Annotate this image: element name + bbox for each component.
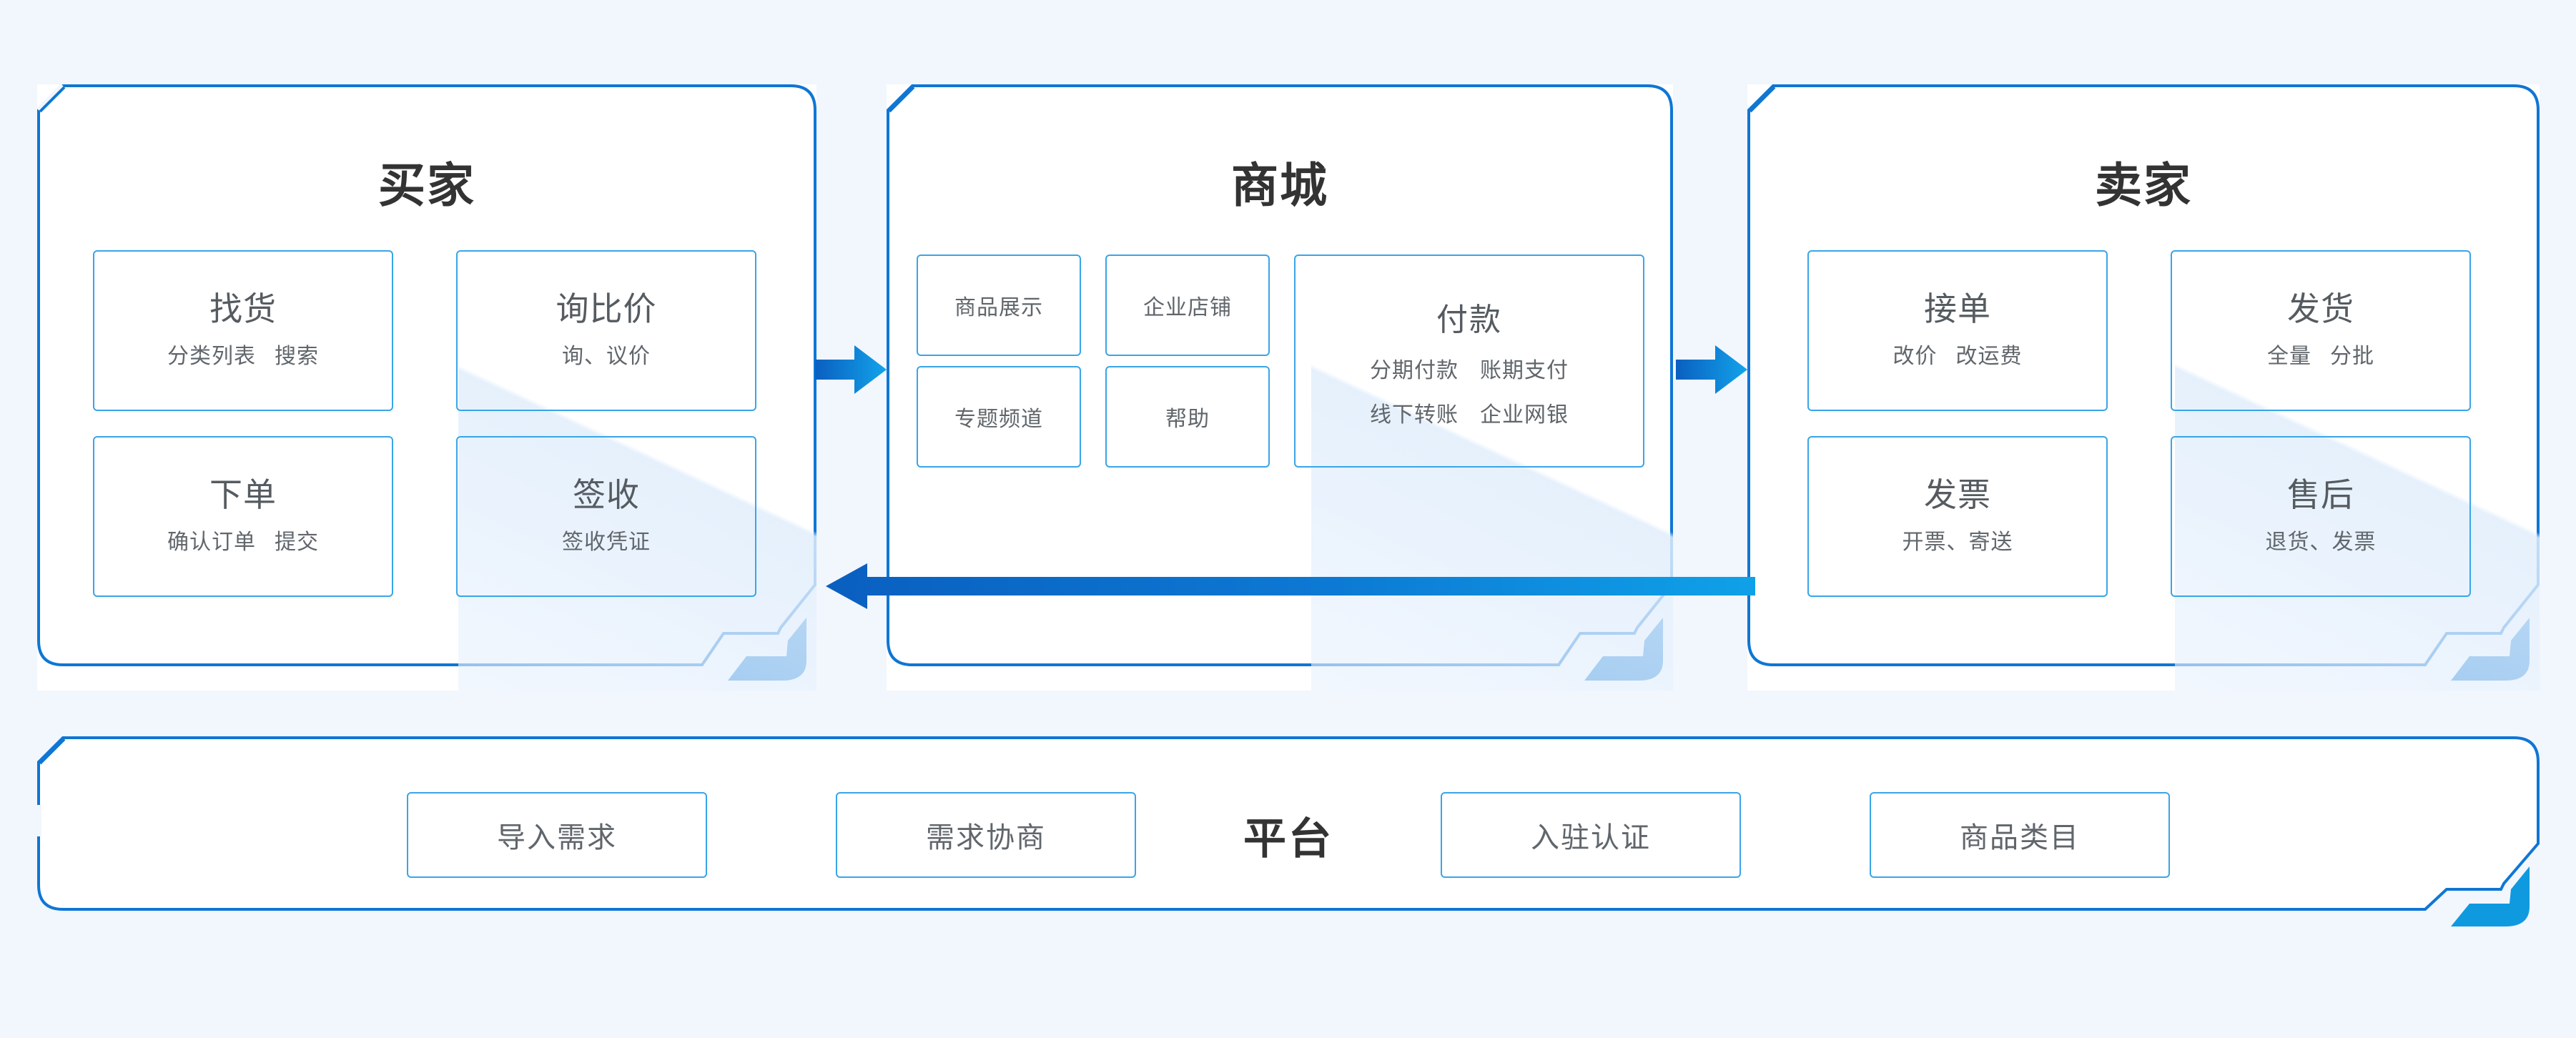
card-inquiry-price-sub: 询、议价 — [562, 338, 651, 370]
chip-demand-negotiation-label: 需求协商 — [926, 822, 1046, 854]
chip-import-demand-label: 导入需求 — [497, 822, 617, 854]
card-payment-installment: 分期付款 — [1370, 359, 1459, 382]
card-payment-row1: 分期付款账期支付 — [1370, 352, 1569, 384]
card-payment-title: 付款 — [1436, 302, 1502, 337]
card-place-order-sub-right: 提交 — [275, 530, 319, 555]
card-accept-order-title: 接单 — [1924, 290, 1991, 327]
card-inquiry-price-title: 询比价 — [556, 290, 657, 327]
chip-product-display[interactable]: 商品展示 — [917, 254, 1081, 356]
platform-bar-content: 导入需求 需求协商 平台 入驻认证 商品类目 — [37, 736, 2540, 934]
chip-topic-channel[interactable]: 专题频道 — [917, 366, 1081, 468]
card-accept-order-sub-left: 改价 — [1892, 345, 1938, 369]
arrow-mall-to-seller-icon — [1676, 344, 1747, 395]
chip-demand-negotiation[interactable]: 需求协商 — [836, 792, 1136, 878]
card-payment-credit-term: 账期支付 — [1480, 359, 1569, 382]
card-payment-row2: 线下转账企业网银 — [1370, 397, 1569, 428]
card-ship-goods-title: 发货 — [2287, 290, 2354, 327]
card-accept-order-sub: 改价改运费 — [1893, 338, 2023, 370]
card-sign-receipt-title: 签收 — [573, 475, 640, 513]
card-ship-goods[interactable]: 发货 全量分批 — [2171, 250, 2471, 411]
card-place-order-sub-left: 确认订单 — [167, 530, 256, 555]
card-after-sales-sub-left: 退货、发票 — [2265, 530, 2377, 555]
panel-buyer[interactable]: 买家 找货 分类列表搜索 询比价 询、议价 下单 确认订单提交 — [36, 84, 816, 691]
card-sign-receipt-sub: 签收凭证 — [562, 524, 651, 555]
chip-enterprise-store[interactable]: 企业店铺 — [1105, 254, 1270, 356]
card-inquiry-price[interactable]: 询比价 询、议价 — [456, 250, 756, 411]
chip-product-category[interactable]: 商品类目 — [1870, 792, 2170, 878]
card-after-sales-sub: 退货、发票 — [2266, 524, 2377, 555]
card-find-goods-title: 找货 — [209, 290, 277, 327]
card-invoice[interactable]: 发票 开票、寄送 — [1807, 436, 2108, 597]
card-inquiry-price-sub-left: 询、议价 — [562, 345, 651, 369]
platform-bar-frame — [36, 736, 2540, 934]
card-payment[interactable]: 付款 分期付款账期支付 线下转账企业网银 — [1294, 254, 1644, 468]
card-find-goods-sub-left: 分类列表 — [167, 345, 256, 369]
panel-seller-title: 卖家 — [2095, 159, 2192, 212]
card-payment-corporate-bank: 企业网银 — [1480, 403, 1569, 427]
platform-bar[interactable]: 导入需求 需求协商 平台 入驻认证 商品类目 — [36, 736, 2540, 934]
card-ship-goods-sub-left: 全量 — [2267, 345, 2311, 369]
arrow-seller-to-buyer-icon — [826, 562, 1755, 611]
card-find-goods-sub: 分类列表搜索 — [167, 338, 319, 370]
card-ship-goods-sub-right: 分批 — [2330, 345, 2374, 369]
card-find-goods[interactable]: 找货 分类列表搜索 — [93, 250, 393, 411]
chip-product-display-label: 商品展示 — [954, 296, 1043, 320]
arrow-buyer-to-mall-icon — [815, 344, 887, 395]
card-sign-receipt[interactable]: 签收 签收凭证 — [456, 436, 756, 597]
card-ship-goods-sub: 全量分批 — [2267, 338, 2374, 370]
card-invoice-sub: 开票、寄送 — [1903, 524, 2013, 555]
chip-help-label: 帮助 — [1165, 407, 1210, 431]
card-accept-order[interactable]: 接单 改价改运费 — [1807, 250, 2108, 411]
card-place-order-sub: 确认订单提交 — [167, 524, 319, 555]
chip-entry-certification[interactable]: 入驻认证 — [1441, 792, 1741, 878]
platform-title: 平台 — [1243, 814, 1333, 863]
card-after-sales[interactable]: 售后 退货、发票 — [2171, 436, 2471, 597]
card-invoice-sub-left: 开票、寄送 — [1902, 530, 2013, 555]
chip-help[interactable]: 帮助 — [1105, 366, 1270, 468]
card-sign-receipt-sub-left: 签收凭证 — [562, 530, 651, 555]
card-payment-offline-transfer: 线下转账 — [1370, 403, 1459, 427]
card-find-goods-sub-right: 搜索 — [275, 345, 319, 369]
card-after-sales-title: 售后 — [2287, 475, 2354, 513]
chip-topic-channel-label: 专题频道 — [954, 407, 1043, 431]
panel-seller[interactable]: 卖家 接单 改价改运费 发货 全量分批 发票 开票、寄送 售后 — [1747, 84, 2540, 691]
chip-enterprise-store-label: 企业店铺 — [1143, 296, 1232, 320]
chip-import-demand[interactable]: 导入需求 — [407, 792, 707, 878]
card-place-order[interactable]: 下单 确认订单提交 — [93, 436, 393, 597]
card-accept-order-sub-right: 改运费 — [1955, 345, 2023, 369]
chip-product-category-label: 商品类目 — [1960, 822, 2080, 854]
panel-mall-title: 商城 — [1231, 159, 1328, 212]
chip-entry-certification-label: 入驻认证 — [1531, 822, 1651, 854]
card-invoice-title: 发票 — [1924, 475, 1991, 513]
panel-buyer-title: 买家 — [378, 159, 475, 212]
card-place-order-title: 下单 — [209, 475, 277, 513]
